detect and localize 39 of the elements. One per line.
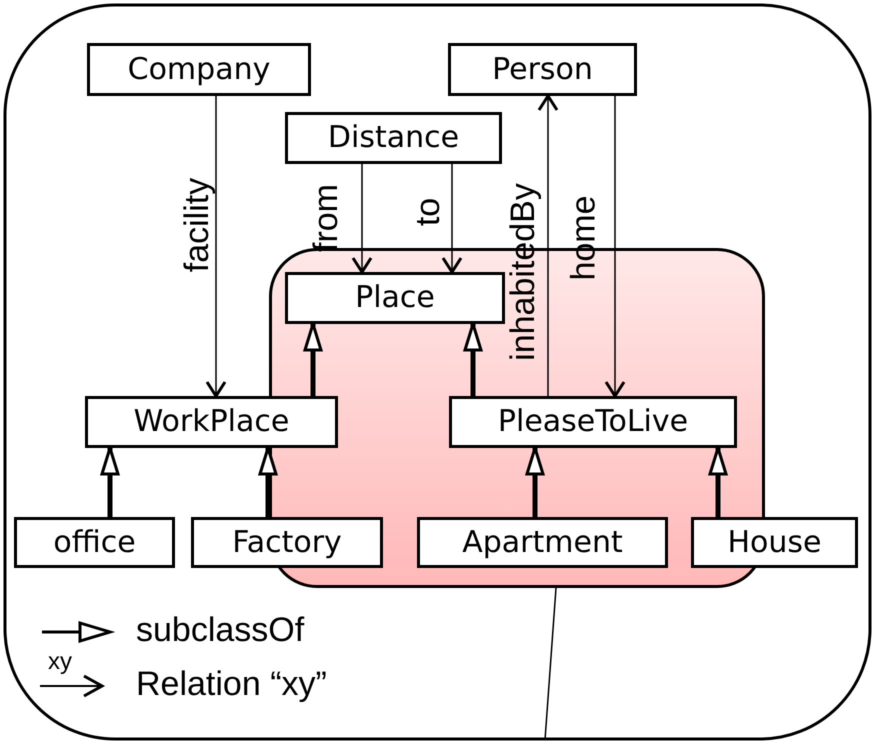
class-name: Apartment xyxy=(462,528,623,558)
legend-text: subclassOf xyxy=(136,613,304,647)
class-name: Factory xyxy=(232,528,342,558)
class-name: House xyxy=(727,528,822,558)
class-box xyxy=(85,396,338,448)
class-name: WorkPlace xyxy=(134,407,290,437)
class-box xyxy=(691,517,858,568)
edge-label: home xyxy=(566,195,600,281)
edge-label: inhabitedBy xyxy=(506,183,540,361)
relation-arrow xyxy=(538,94,558,396)
class-name: office xyxy=(53,528,136,558)
legend-text: Relation “xy” xyxy=(136,667,327,701)
class-box xyxy=(417,517,668,568)
sample-label: xy xyxy=(48,650,72,674)
edge-label: to xyxy=(411,198,446,226)
subclass-arrow xyxy=(526,446,544,517)
class-box xyxy=(449,396,737,448)
relation-arrow xyxy=(352,164,372,274)
class-box xyxy=(14,517,175,568)
class-name: Company xyxy=(128,54,270,84)
class-name: PleaseToLive xyxy=(498,407,688,437)
subclass-arrow xyxy=(258,446,278,517)
relation-arrow xyxy=(604,96,626,398)
class-box xyxy=(448,43,637,96)
edge-label: facility xyxy=(180,178,214,272)
subclass-arrow xyxy=(304,322,322,396)
connector-line xyxy=(544,588,557,740)
class-name: Person xyxy=(492,54,593,84)
subclass-arrow xyxy=(100,446,120,517)
class-box xyxy=(285,112,502,164)
class-name: Distance xyxy=(328,123,460,153)
class-box xyxy=(191,517,383,568)
class-name: Place xyxy=(355,283,435,313)
relation-arrow xyxy=(206,96,226,398)
subclass-arrow xyxy=(708,446,728,517)
relation-arrow xyxy=(442,164,462,274)
class-box xyxy=(87,43,311,96)
subclass-arrow xyxy=(464,322,482,396)
class-box xyxy=(285,272,505,324)
